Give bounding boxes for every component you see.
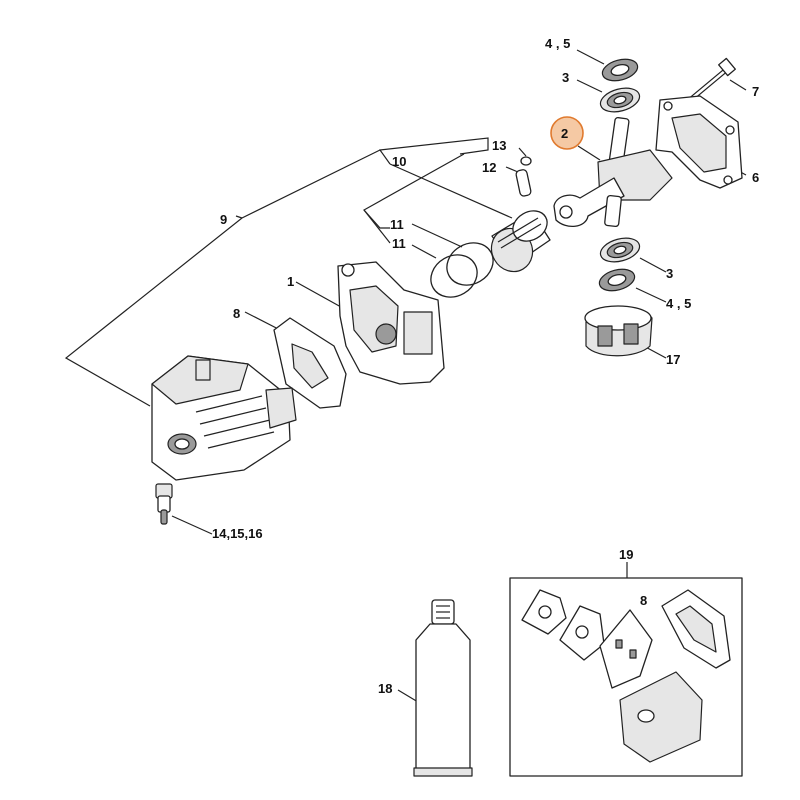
callout-13[interactable]: 13	[492, 138, 506, 153]
callout-7[interactable]: 7	[752, 84, 759, 99]
seal-ring-bottom	[598, 268, 636, 292]
callout-8[interactable]: 8	[233, 306, 240, 321]
callout-12[interactable]: 12	[482, 160, 496, 175]
ball-bearing-top	[599, 87, 641, 113]
callout-3-top[interactable]: 3	[562, 70, 569, 85]
callout-10[interactable]: 10	[392, 154, 406, 169]
callout-1[interactable]: 1	[287, 274, 294, 289]
callout-3-bottom[interactable]: 3	[666, 266, 673, 281]
callout-14-15-16[interactable]: 14,15,16	[212, 526, 263, 541]
callout-6[interactable]: 6	[752, 170, 759, 185]
callout-2[interactable]: 2	[561, 126, 568, 141]
highlighted-part-marker[interactable]	[550, 116, 584, 150]
callout-labels: 4 , 5 3 7 2 6 13 10 12 9 11 11 3 4 , 5 1…	[212, 36, 759, 696]
piston-rings	[430, 242, 494, 298]
circlip	[520, 156, 532, 166]
callout-11-upper[interactable]: 11	[390, 217, 404, 232]
callout-4-5-bottom[interactable]: 4 , 5	[666, 296, 691, 311]
clutch-carrier	[584, 305, 653, 357]
ball-bearing-bottom	[599, 237, 641, 263]
cylinder	[151, 355, 297, 481]
piston-pin	[515, 169, 532, 197]
spark-plug	[155, 483, 173, 525]
crankcase	[337, 261, 445, 385]
callout-19[interactable]: 19	[619, 547, 633, 562]
gasket-kit-box	[509, 577, 743, 777]
callout-18[interactable]: 18	[378, 681, 392, 696]
piston	[490, 210, 551, 273]
crankshaft	[553, 116, 673, 228]
screw	[687, 57, 736, 103]
seal-ring-top	[601, 58, 639, 82]
callout-17[interactable]: 17	[666, 352, 680, 367]
sealant-tube	[413, 599, 473, 777]
callout-9[interactable]: 9	[220, 212, 227, 227]
callout-8-kit[interactable]: 8	[640, 593, 647, 608]
callout-11-lower[interactable]: 11	[392, 236, 406, 251]
callout-4-5-top[interactable]: 4 , 5	[545, 36, 570, 51]
crankcase-cover	[655, 95, 743, 189]
